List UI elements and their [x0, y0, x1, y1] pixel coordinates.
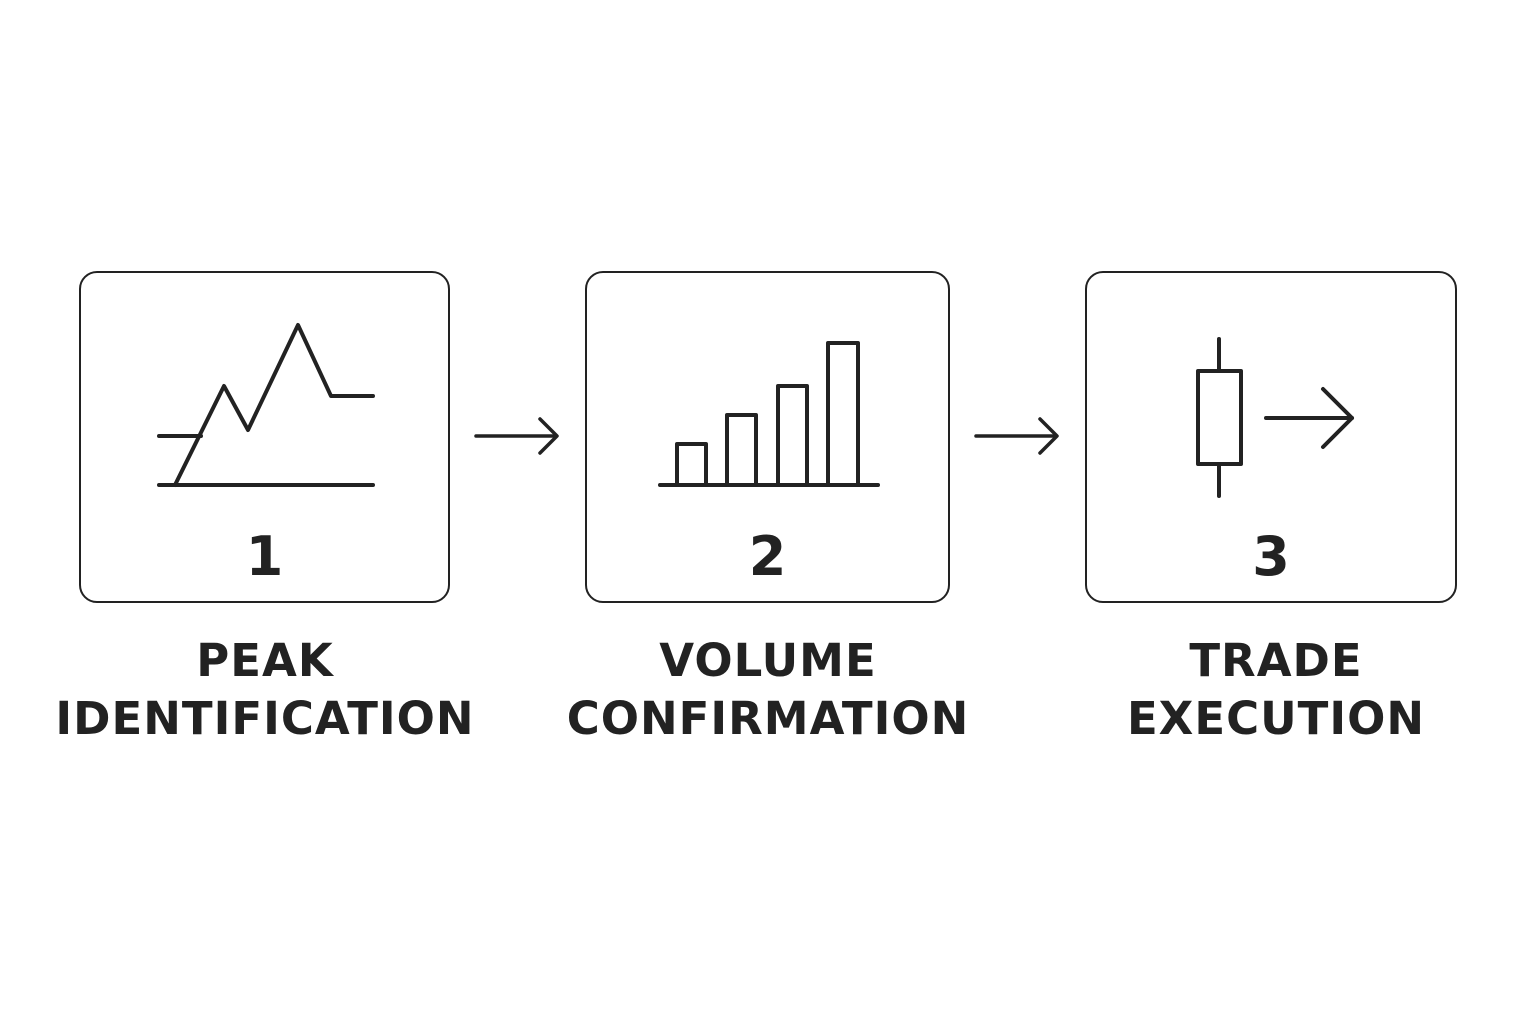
right-arrow-icon — [474, 417, 559, 455]
step-3-box: 3 — [1085, 271, 1457, 603]
step-2-label-line-2: CONFIRMATION — [566, 692, 970, 745]
step-2-box: 2 — [585, 271, 950, 603]
step-1-label: PEAK IDENTIFICATION — [40, 632, 490, 748]
step-1-label-line-2: IDENTIFICATION — [55, 692, 475, 745]
step-3-label-line-2: EXECUTION — [1126, 692, 1426, 745]
step-3-number: 3 — [1252, 525, 1290, 588]
step-2-number: 2 — [748, 525, 787, 588]
right-arrow-icon — [974, 417, 1059, 455]
step-2-label-line-1: VOLUME — [659, 634, 877, 687]
candlestick-arrow-icon — [1196, 337, 1354, 498]
step-1-box: 1 — [79, 271, 450, 603]
volume-bars-icon — [658, 341, 880, 487]
step-3-label: TRADE EXECUTION — [1051, 632, 1501, 748]
step-1-number: 1 — [245, 525, 284, 588]
step-3-label-line-1: TRADE — [1189, 634, 1363, 687]
step-1-label-line-1: PEAK — [196, 634, 334, 687]
peak-chart-icon — [157, 323, 375, 487]
step-2-label: VOLUME CONFIRMATION — [543, 632, 993, 748]
